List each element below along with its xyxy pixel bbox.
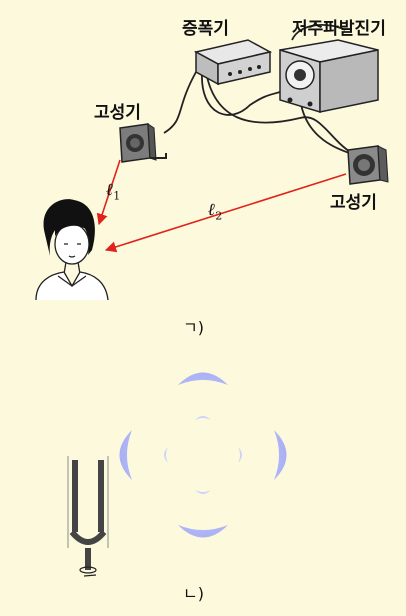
label-l2-subscript: 2 (215, 209, 222, 222)
speaker-right (348, 146, 388, 184)
label-speaker-right: 고성기 (330, 188, 377, 213)
oscillator-device (280, 40, 378, 112)
speaker-left (120, 124, 166, 162)
label-l1-subscript: 1 (113, 189, 120, 202)
label-amplifier: 증폭기 (182, 14, 229, 39)
label-oscillator: 저주파발진기 (292, 14, 386, 39)
tuning-fork (68, 456, 108, 576)
arrow-l2 (106, 174, 346, 250)
label-speaker-left: 고성기 (94, 98, 141, 123)
caption-b: ㄴ) (183, 580, 204, 604)
amplifier-device (196, 40, 270, 84)
label-l2: ℓ2 (208, 200, 222, 222)
sound-wave-pattern (120, 373, 287, 538)
label-l1: ℓ1 (106, 180, 120, 202)
caption-a: ㄱ) (183, 314, 204, 338)
listener-person (36, 199, 108, 300)
